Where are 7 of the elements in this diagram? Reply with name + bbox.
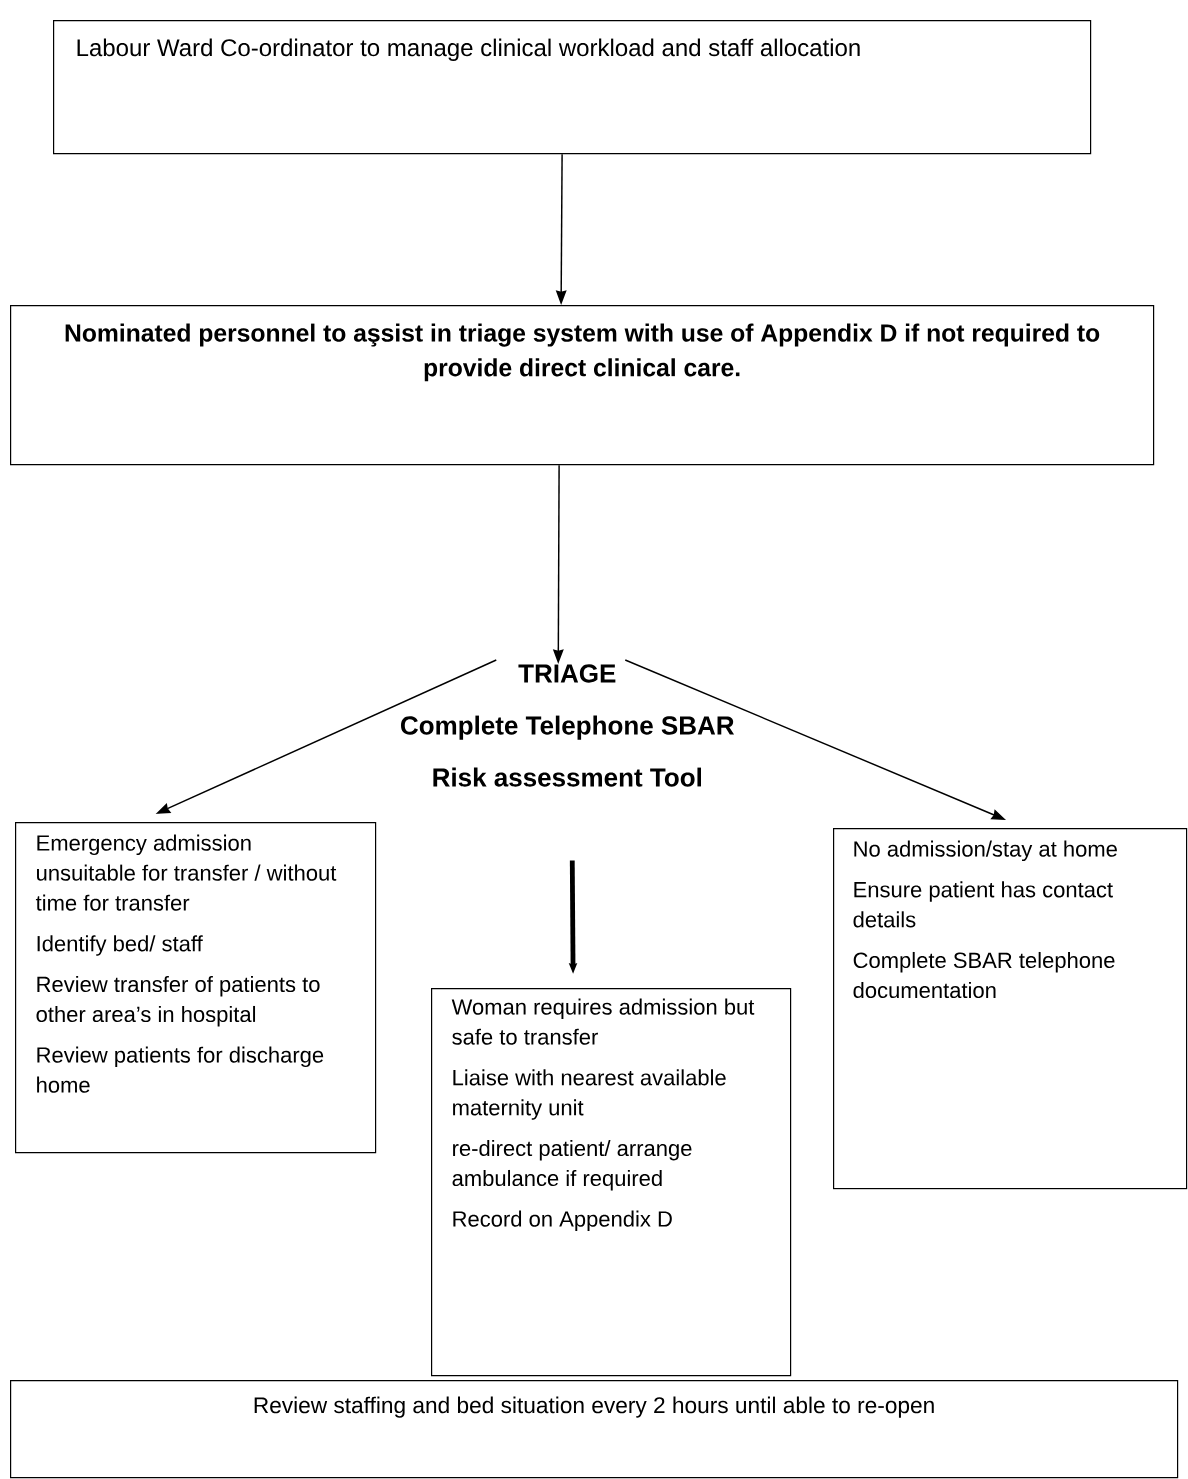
process-box: No admission/stay at home Ensure patient has contact details Complete SBAR telephone documentation	[833, 828, 1188, 1190]
process-box: Review staffing and bed situation every 2 hours until able to re-open	[10, 1380, 1179, 1479]
triage-text: TRIAGE Complete Telephone SBAR Risk assessment Tool	[401, 664, 735, 787]
process-box: Emergency admission unsuitable for transfer / without time for transfer Identify bed/ staff Review transfer of patients to other area’s in hospital Review patients for discharge home	[15, 822, 377, 1154]
process-box: Woman requires admission but safe to transfer Liaise with nearest available maternity unit re-direct patient/ arrange ambulance if required Record on Appendix D	[431, 988, 792, 1377]
process-box: Labour Ward Co-ordinator to manage clinical workload and staff allocation	[53, 20, 1092, 155]
process-box: Nominated personnel to aşsist in triage system with use of Appendix D if not required to provide direct clinical care.	[10, 305, 1155, 466]
